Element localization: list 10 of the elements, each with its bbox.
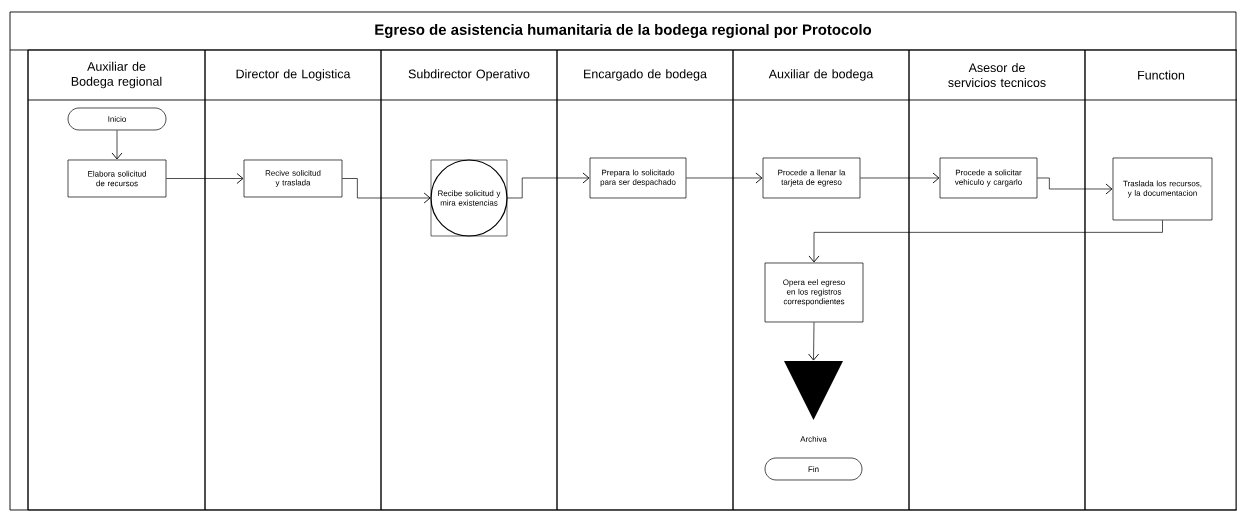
- arrow: [166, 173, 244, 184]
- arrow: [860, 172, 940, 184]
- arrow: [808, 220, 1163, 263]
- arrow: [111, 130, 123, 160]
- arrow: [506, 172, 590, 199]
- arrow: [686, 172, 763, 184]
- archive-triangle: [784, 361, 843, 420]
- arrow: [342, 178, 431, 204]
- arrow: [1037, 177, 1113, 195]
- arrow: [808, 322, 820, 361]
